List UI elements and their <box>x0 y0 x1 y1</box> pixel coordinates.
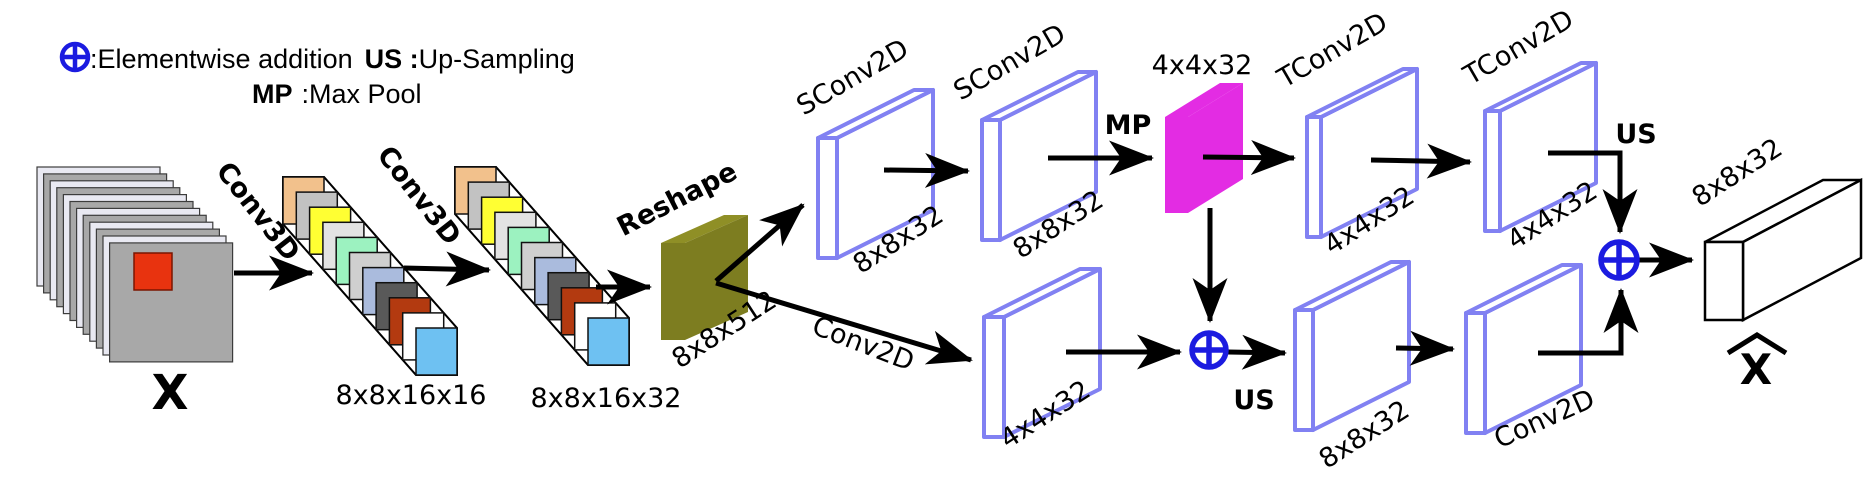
slab-upsampled-bottom <box>1293 308 1315 432</box>
arrow-tconv1-tconv2 <box>1370 143 1472 179</box>
output-label-text: X <box>1740 345 1772 394</box>
output-dim-label: 8x8x32 <box>1687 132 1788 213</box>
slab-conv2d-bottom-out <box>1464 311 1487 435</box>
arrow-mp-tconv1 <box>1202 140 1296 176</box>
arrow-us-top-elbow <box>1548 150 1638 234</box>
stack1-dim-label: 8x8x16x16 <box>335 380 486 411</box>
us-top-label: US <box>1615 119 1656 150</box>
maxpool-block-top <box>1165 83 1243 117</box>
slab-tconv2d-1 <box>1305 115 1323 239</box>
slab-sconv2d-1 <box>816 136 839 260</box>
arrow-conv3d-2 <box>403 251 491 287</box>
hat-icon <box>1726 332 1788 356</box>
slab-conv2d-bottom-in <box>982 315 1006 439</box>
feature-stack-8x8x16x32 <box>454 166 630 366</box>
conv-slabs <box>816 61 1598 439</box>
stack2-dim-label: 8x8x16x32 <box>530 383 681 414</box>
elementwise-add-bottom <box>1189 330 1229 370</box>
feature-map-face <box>587 317 630 366</box>
output-box-8x8x32 <box>1703 177 1863 323</box>
mp-label: MP <box>1105 110 1152 141</box>
input-label: X <box>151 365 188 421</box>
maxpool-dim-label: 4x4x32 <box>1152 50 1253 81</box>
conv3d-2-label: Conv3D <box>371 140 467 251</box>
arrow-sconv1-sconv2 <box>883 152 970 188</box>
arrow-plus-b2 <box>1227 334 1287 370</box>
maxpool-block-side <box>1188 83 1243 213</box>
input-red-patch <box>133 252 173 291</box>
reshape-block-top <box>661 215 748 243</box>
arrow-b2-b3 <box>1395 330 1455 366</box>
feature-stack-8x8x16x16 <box>282 176 458 376</box>
input-frame-stack <box>36 166 234 363</box>
elementwise-add-right <box>1598 239 1640 281</box>
arrow-conv2d-branch <box>715 280 973 365</box>
legend-line2: MP:Max Pool <box>252 79 422 109</box>
arrow-bottom-elbow <box>1538 288 1639 356</box>
output-box-front <box>1703 240 1745 322</box>
slab-sconv2d-2 <box>980 118 1002 242</box>
conv2d-branch-label: Conv2D <box>808 311 918 378</box>
elementwise-addition-icon <box>59 41 91 73</box>
arrow-top-branch <box>714 203 805 283</box>
reshape-block-front <box>661 243 685 340</box>
maxpool-block-4x4x32 <box>1165 83 1243 213</box>
output-label-xhat: X <box>1726 332 1788 394</box>
feature-map-face <box>415 327 458 376</box>
us-bottom-label: US <box>1233 385 1274 416</box>
maxpool-block-front <box>1165 117 1188 213</box>
slab-tconv2d-2 <box>1483 109 1502 233</box>
